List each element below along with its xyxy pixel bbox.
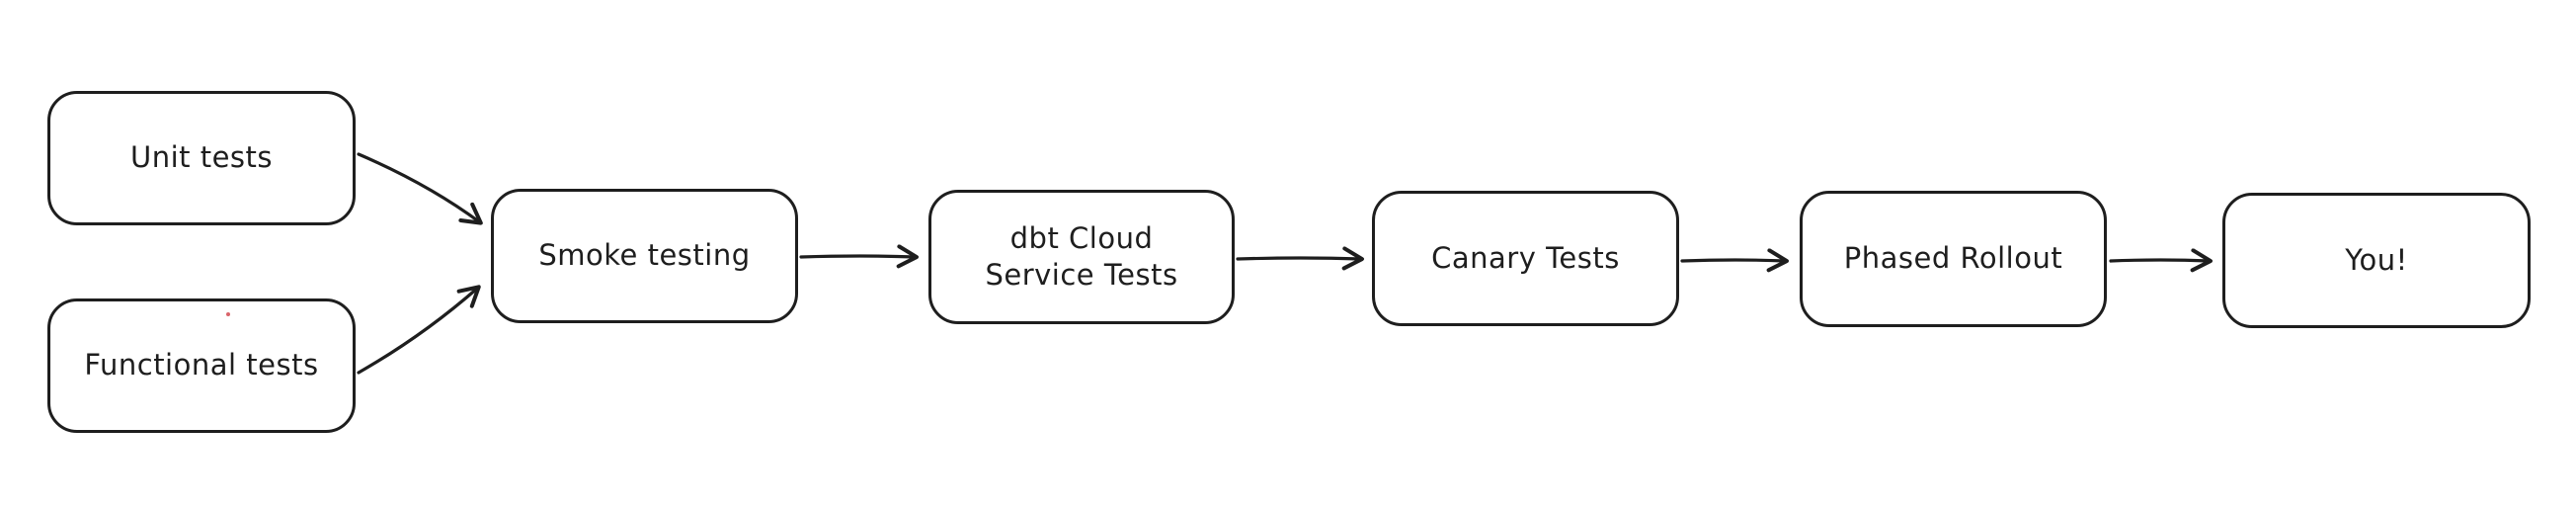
node-unit-tests-label: Unit tests — [129, 140, 274, 175]
node-functional-tests-label: Functional tests — [84, 348, 319, 382]
arrow-functional-to-smoke — [357, 285, 481, 375]
arrow-dbt-to-canary — [1236, 246, 1364, 271]
node-phased-rollout-label: Phased Rollout — [1843, 241, 2063, 276]
arrow-smoke-to-dbt — [799, 244, 919, 269]
node-phased-rollout: Phased Rollout — [1800, 191, 2107, 327]
node-unit-tests: Unit tests — [47, 91, 356, 225]
arrow-canary-to-phased — [1680, 248, 1789, 273]
node-functional-tests: Functional tests — [47, 298, 356, 433]
stray-red-dot — [226, 312, 230, 316]
node-smoke-testing-label: Smoke testing — [538, 238, 751, 273]
node-dbt-cloud-service-tests: dbt Cloud Service Tests — [928, 190, 1235, 324]
arrow-unit-to-smoke — [357, 152, 483, 225]
node-you: You! — [2222, 193, 2531, 328]
node-dbt-cloud-service-tests-label: dbt Cloud Service Tests — [985, 220, 1178, 292]
arrow-phased-to-you — [2109, 248, 2213, 273]
node-you-label: You! — [2345, 242, 2408, 277]
node-smoke-testing: Smoke testing — [491, 189, 798, 323]
node-canary-tests: Canary Tests — [1372, 191, 1679, 326]
node-canary-tests-label: Canary Tests — [1431, 240, 1620, 275]
